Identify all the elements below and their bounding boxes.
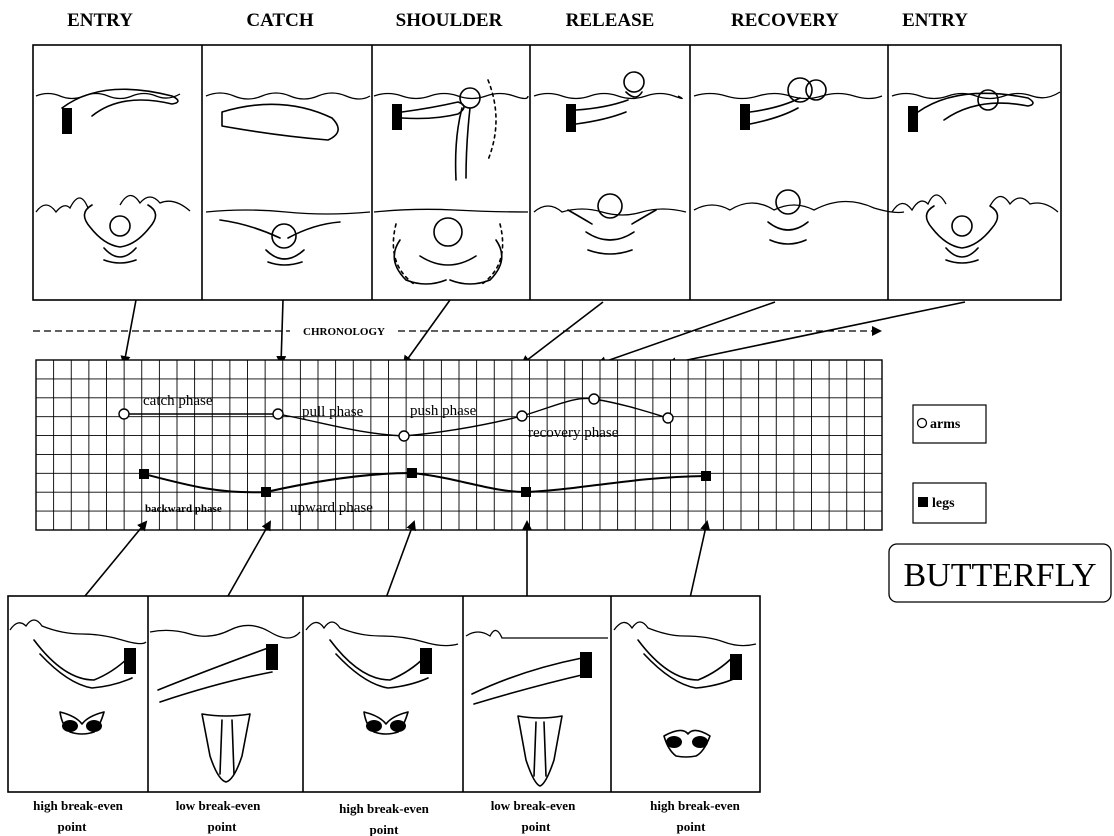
leg-point-1-line1: high break-even	[33, 798, 123, 813]
legend-legs-marker	[918, 497, 928, 507]
arm-marker-recovery	[589, 394, 599, 404]
leg-marker-3	[407, 468, 417, 478]
leg-point-5-line1: high break-even	[650, 798, 740, 813]
legend: arms legs	[913, 405, 986, 523]
label-recovery-phase: recovery phase	[528, 425, 619, 441]
arm-marker-release	[517, 411, 527, 421]
legend-legs-label: legs	[932, 496, 955, 511]
phase-title-shoulder: SHOULDER	[396, 10, 503, 31]
arm-marker-shoulder	[399, 431, 409, 441]
leg-point-2-line2: point	[208, 819, 238, 834]
label-catch-phase: catch phase	[143, 393, 213, 409]
chronology-axis: CHRONOLOGY	[33, 326, 880, 338]
label-pull-phase: pull phase	[302, 404, 364, 420]
leg-point-4-line1: low break-even	[491, 798, 576, 813]
leg-point-1-line2: point	[58, 819, 88, 834]
leg-point-3-line1: high break-even	[339, 801, 429, 816]
leg-marker-4	[521, 487, 531, 497]
chronology-label: CHRONOLOGY	[303, 326, 385, 338]
leg-marker-1	[139, 469, 149, 479]
leg-marker-5	[701, 471, 711, 481]
label-backward-phase: backward phase	[145, 503, 222, 515]
top-panel-arrows	[124, 300, 965, 364]
phase-title-release: RELEASE	[566, 10, 655, 31]
leg-point-2-line1: low break-even	[176, 798, 261, 813]
leg-point-captions: high break-even point low break-even poi…	[33, 798, 740, 836]
phase-title-entry-2: ENTRY	[902, 10, 968, 31]
stroke-title-text: BUTTERFLY	[903, 557, 1096, 594]
stroke-title: BUTTERFLY	[889, 544, 1111, 602]
phase-title-catch: CATCH	[246, 10, 313, 31]
label-push-phase: push phase	[410, 403, 477, 419]
stroke-phase-titles: ENTRY CATCH SHOULDER RELEASE RECOVERY EN…	[67, 10, 968, 31]
legend-arms-label: arms	[930, 417, 961, 432]
arm-marker-entry	[119, 409, 129, 419]
leg-point-4-line2: point	[522, 819, 552, 834]
leg-marker-2	[261, 487, 271, 497]
arm-marker-entry-2	[663, 413, 673, 423]
legend-arms-marker	[918, 419, 927, 428]
leg-point-5-line2: point	[677, 819, 707, 834]
leg-point-3-line2: point	[370, 822, 400, 836]
leg-panel-strip	[8, 596, 760, 792]
arm-marker-catch	[273, 409, 283, 419]
bottom-panel-arrows	[85, 522, 707, 598]
arm-panel-strip	[33, 45, 1061, 300]
phase-title-entry: ENTRY	[67, 10, 133, 31]
label-upward-phase: upward phase	[290, 500, 373, 516]
phase-title-recovery: RECOVERY	[731, 10, 839, 31]
